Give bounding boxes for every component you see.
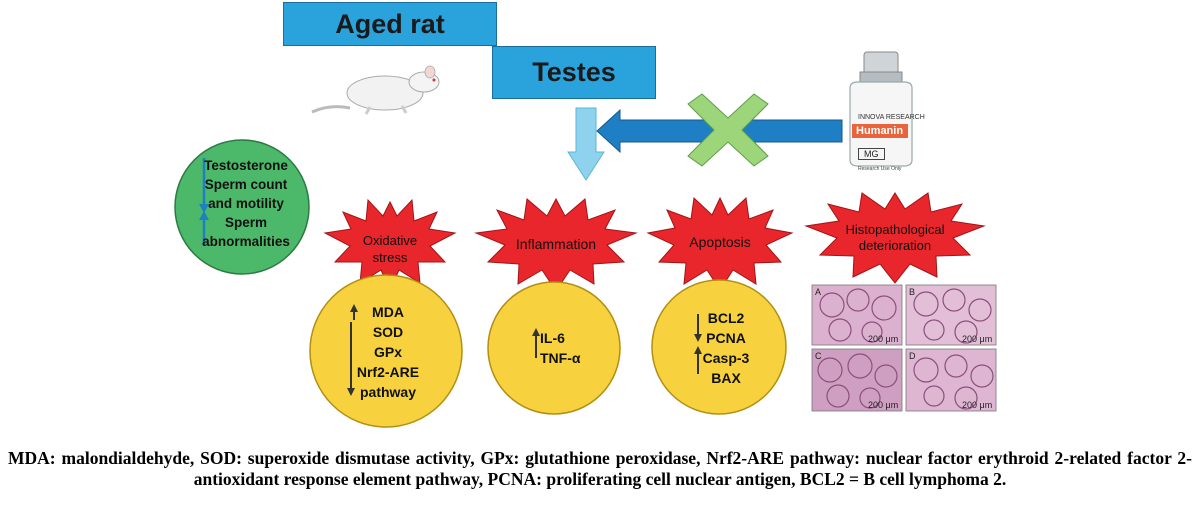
panel-letter-a: A [815, 287, 822, 297]
reproductive-parameters-text: Testosterone Sperm count and motility Sp… [196, 156, 296, 251]
inflammation-markers-list: IL-6 TNF-α [540, 328, 586, 368]
star-line: deterioration [858, 238, 932, 253]
figure-caption: MDA: malondialdehyde, SOD: superoxide di… [8, 448, 1192, 489]
panel-letter-d: D [909, 351, 916, 361]
scale-bar-a: 200 μm [868, 334, 899, 344]
block-cross-icon [687, 93, 769, 167]
scale-bar-b: 200 μm [962, 334, 993, 344]
increase-arrow-icon [199, 211, 209, 246]
vial-note: Research Use Only [858, 166, 902, 172]
scale-bar-c: 200 μm [868, 400, 899, 410]
vial-amount: MG [858, 148, 885, 160]
green-line: Testosterone [204, 158, 288, 173]
apoptosis-markers-circle [651, 279, 787, 415]
marker-item: TNF-α [540, 350, 581, 366]
star-line: stress [372, 250, 408, 265]
scale-bar-d: 200 μm [962, 400, 993, 410]
marker-item: IL-6 [540, 330, 565, 346]
green-line: and motility [208, 196, 284, 211]
vial-brand: INNOVA RESEARCH [858, 114, 925, 121]
reproductive-parameters-circle [174, 139, 310, 275]
marker-item: PCNA [706, 330, 746, 346]
panel-letter-b: B [909, 287, 916, 297]
marker-item: GPx [373, 344, 402, 360]
marker-item: SOD [372, 324, 404, 340]
oxidative-stress-label: Oxidative stress [345, 232, 435, 266]
green-line: abnormalities [202, 234, 290, 249]
star-line: Histopathological [845, 222, 945, 237]
oxidative-markers-list: MDA SOD GPx Nrf2-ARE pathway [350, 302, 426, 402]
marker-item: pathway [359, 384, 416, 400]
histopathological-star [804, 192, 986, 284]
apoptosis-label: Apoptosis [675, 234, 765, 251]
marker-item: Nrf2-ARE [356, 364, 420, 380]
testes-label: Testes [532, 57, 616, 87]
apoptosis-markers-list: BCL2 PCNA Casp-3 BAX [696, 308, 756, 388]
testes-box: Testes [492, 46, 656, 99]
marker-item: BAX [711, 370, 741, 386]
down-arrow [567, 107, 605, 181]
antioxidant-decrease-arrow-icon [347, 322, 355, 396]
star-line: Oxidative [362, 233, 418, 248]
casp3-bax-increase-arrow-icon [694, 346, 702, 374]
aged-rat-label: Aged rat [335, 8, 445, 39]
star-line: Apoptosis [689, 234, 751, 250]
histology-image [811, 284, 997, 412]
panel-letter-c: C [815, 351, 822, 361]
green-line: Sperm count [204, 177, 288, 192]
inflammation-label: Inflammation [501, 236, 611, 253]
marker-item: BCL2 [707, 310, 745, 326]
vial-name: Humanin [852, 124, 908, 138]
bcl2-pcna-decrease-arrow-icon [694, 314, 702, 342]
marker-item: MDA [372, 304, 404, 320]
star-line: Inflammation [515, 236, 597, 252]
inflammation-markers-circle [487, 281, 621, 415]
aged-rat-box: Aged rat [283, 2, 497, 46]
mda-increase-arrow-icon [350, 304, 358, 320]
cytokine-increase-arrow-icon [532, 328, 540, 358]
rat-icon [311, 65, 440, 115]
marker-item: Casp-3 [702, 350, 750, 366]
decrease-arrow-icon [199, 158, 209, 213]
green-line: Sperm [224, 215, 268, 230]
histopathological-label: Histopathological deterioration [830, 222, 960, 254]
